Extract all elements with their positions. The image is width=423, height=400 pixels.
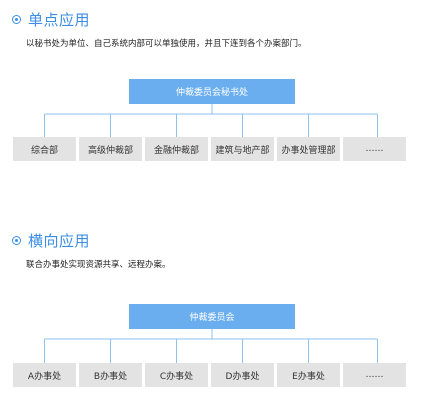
department-row: 综合部 高级仲裁部 金融仲裁部 建筑与地产部 办事处管理部 …… xyxy=(13,137,406,161)
department-box: 建筑与地产部 xyxy=(211,137,274,161)
section-title-row: 横向应用 xyxy=(12,230,90,251)
office-box: E办事处 xyxy=(277,363,340,387)
office-box-more: …… xyxy=(343,363,406,387)
section-title: 横向应用 xyxy=(28,232,91,250)
circle-bullet-icon xyxy=(12,236,21,245)
top-node-secretariat: 仲裁委员会秘书处 xyxy=(129,79,295,104)
section-description: 以秘书处为单位、自己系统内部可以单独使用，并且下连到各个办案部门。 xyxy=(26,39,307,49)
connector-lines xyxy=(44,329,378,363)
circle-bullet-icon xyxy=(12,15,21,24)
section-description: 联合办事处实现资源共享、远程办案。 xyxy=(26,260,171,270)
office-box: A办事处 xyxy=(13,363,76,387)
office-box: D办事处 xyxy=(211,363,274,387)
top-node-committee: 仲裁委员会 xyxy=(129,304,295,329)
department-box: 高级仲裁部 xyxy=(79,137,142,161)
office-row: A办事处 B办事处 C办事处 D办事处 E办事处 …… xyxy=(13,363,406,387)
section-title: 单点应用 xyxy=(28,11,91,29)
office-box: C办事处 xyxy=(145,363,208,387)
department-box: 综合部 xyxy=(13,137,76,161)
department-box: 办事处管理部 xyxy=(277,137,340,161)
department-box-more: …… xyxy=(343,137,406,161)
department-box: 金融仲裁部 xyxy=(145,137,208,161)
office-box: B办事处 xyxy=(79,363,142,387)
section-title-row: 单点应用 xyxy=(12,9,90,30)
connector-lines xyxy=(44,104,378,137)
